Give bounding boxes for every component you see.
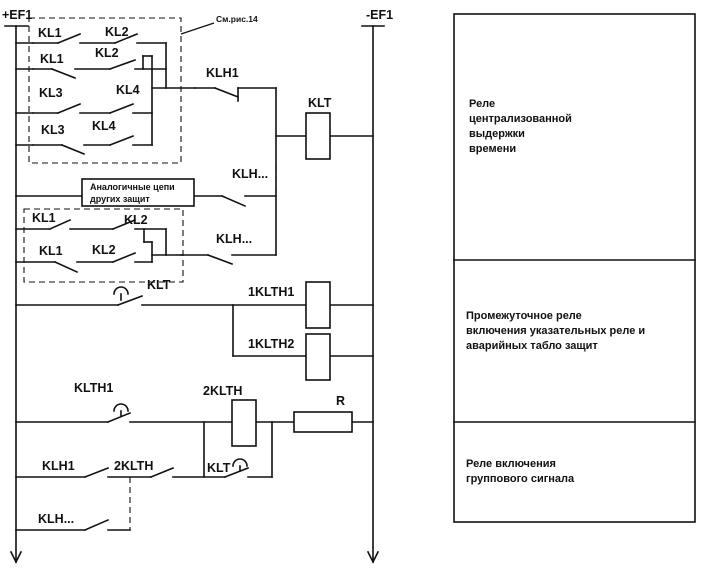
contact-kl1-d: KL1	[39, 244, 63, 258]
contact-kl3-a: KL3	[39, 86, 63, 100]
left-rail-label: +EF1	[2, 8, 32, 22]
contact-kl4-a: KL4	[116, 83, 140, 97]
resistor-r	[293, 411, 353, 433]
desc-group-signal-1: Реле включения	[466, 458, 556, 470]
contact-kl2-a: KL2	[105, 25, 129, 39]
note-box	[81, 178, 195, 207]
desc-relay-time-1: Реле	[469, 98, 495, 110]
contact-kl4-b: KL4	[92, 119, 116, 133]
contact-kl2-d: KL2	[92, 243, 116, 257]
klth1-branch	[15, 403, 374, 478]
contact-klh-top: KLH...	[232, 167, 268, 181]
contact-kl2-b: KL2	[95, 46, 119, 60]
contact-kl1-a: KL1	[38, 26, 62, 40]
bottom-branch	[15, 458, 273, 532]
coil-klt	[305, 112, 331, 160]
klt-contact-branch	[15, 286, 374, 357]
left-rail	[4, 25, 29, 564]
contact-kl1-b: KL1	[40, 52, 64, 66]
desc-relay-time-2: централизованной	[469, 113, 572, 125]
contact-klh-mid: KLH...	[216, 232, 252, 246]
desc-intermediate-3: аварийных табло защит	[466, 340, 598, 352]
right-rail	[361, 25, 385, 564]
coil-1klth2-label: 1KLTH2	[248, 337, 294, 351]
contact-klt: KLT	[147, 278, 171, 292]
desc-intermediate-2: включения указательных реле и	[466, 325, 645, 337]
coil-2klth	[231, 399, 257, 447]
desc-intermediate-1: Промежуточное реле	[466, 310, 582, 322]
note-line-2: других защит	[90, 194, 150, 204]
coil-1klth1-label: 1KLTH1	[248, 285, 294, 299]
contact-kl1-c: KL1	[32, 211, 56, 225]
desc-relay-time-4: времени	[469, 143, 516, 155]
contact-klt-2: KLT	[207, 461, 231, 475]
top-contact-block	[15, 17, 215, 164]
note-line-1: Аналогичные цепи	[90, 182, 175, 192]
second-contact-block	[15, 208, 184, 283]
reference-label: См.рис.14	[216, 14, 258, 24]
coil-1klth2	[305, 333, 331, 381]
contact-klh1: KLH1	[206, 66, 239, 80]
desc-relay-time-3: выдержки	[469, 128, 525, 140]
contact-klh-low: KLH...	[38, 512, 74, 526]
resistor-r-label: R	[336, 394, 345, 408]
coil-2klth-label: 2KLTH	[203, 384, 242, 398]
contact-2klth: 2KLTH	[114, 459, 153, 473]
coil-klt-label: KLT	[308, 96, 332, 110]
contact-klth1: KLTH1	[74, 381, 113, 395]
desc-group-signal-2: группового сигнала	[466, 473, 575, 485]
coil-1klth1	[305, 281, 331, 329]
description-table	[453, 13, 696, 523]
contact-kl3-b: KL3	[41, 123, 65, 137]
right-rail-label: -EF1	[366, 8, 393, 22]
contact-kl2-c: KL2	[124, 213, 148, 227]
contact-klh1-low: KLH1	[42, 459, 75, 473]
